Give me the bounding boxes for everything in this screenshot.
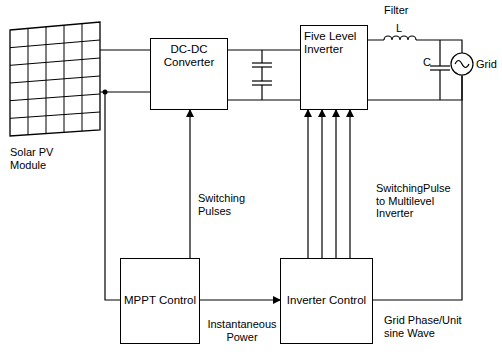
process-box: Five Level Inverter [300,25,368,110]
grid-source: Grid [450,50,500,78]
node-label: Five Level Inverter [304,30,364,56]
dc-link-wire [228,99,300,100]
connector [228,50,300,51]
connector [105,92,120,300]
connector [373,75,462,300]
control-box: MPPT Control [120,258,200,344]
node-label: Inverter Control [284,294,369,307]
node-label: Grid [476,58,497,71]
component-label: L [396,22,402,35]
junction-dot [103,90,108,95]
edge-label: Instantaneous Power [203,318,281,343]
node-label: MPPT Control [124,294,196,307]
solar-pv-module: Solar PV Module [6,18,106,178]
edge-label: Switching Pulses [198,192,262,217]
connector [308,110,350,258]
edge-label: SwitchingPulse to Multilevel Inverter [376,182,460,220]
connector [200,300,280,301]
inductor-symbol [384,36,416,40]
connector [100,50,150,51]
edge-label: Grid Phase/Unit sine Wave [384,314,476,339]
dc-link-capacitors [252,50,272,100]
filter-capacitor [430,40,450,100]
node-label: DC-DC Converter [154,43,224,69]
node-label: Solar PV Module [6,146,68,171]
pv-panel [6,18,106,142]
process-box: DC-DC Converter [150,38,228,110]
output-wire [368,76,462,100]
connector [190,110,191,258]
inductor-gap [384,37,416,43]
control-box: Inverter Control [280,258,373,344]
ac-source-symbol [450,50,476,78]
component-label: C [423,56,431,69]
component-label: Filter [384,4,408,17]
